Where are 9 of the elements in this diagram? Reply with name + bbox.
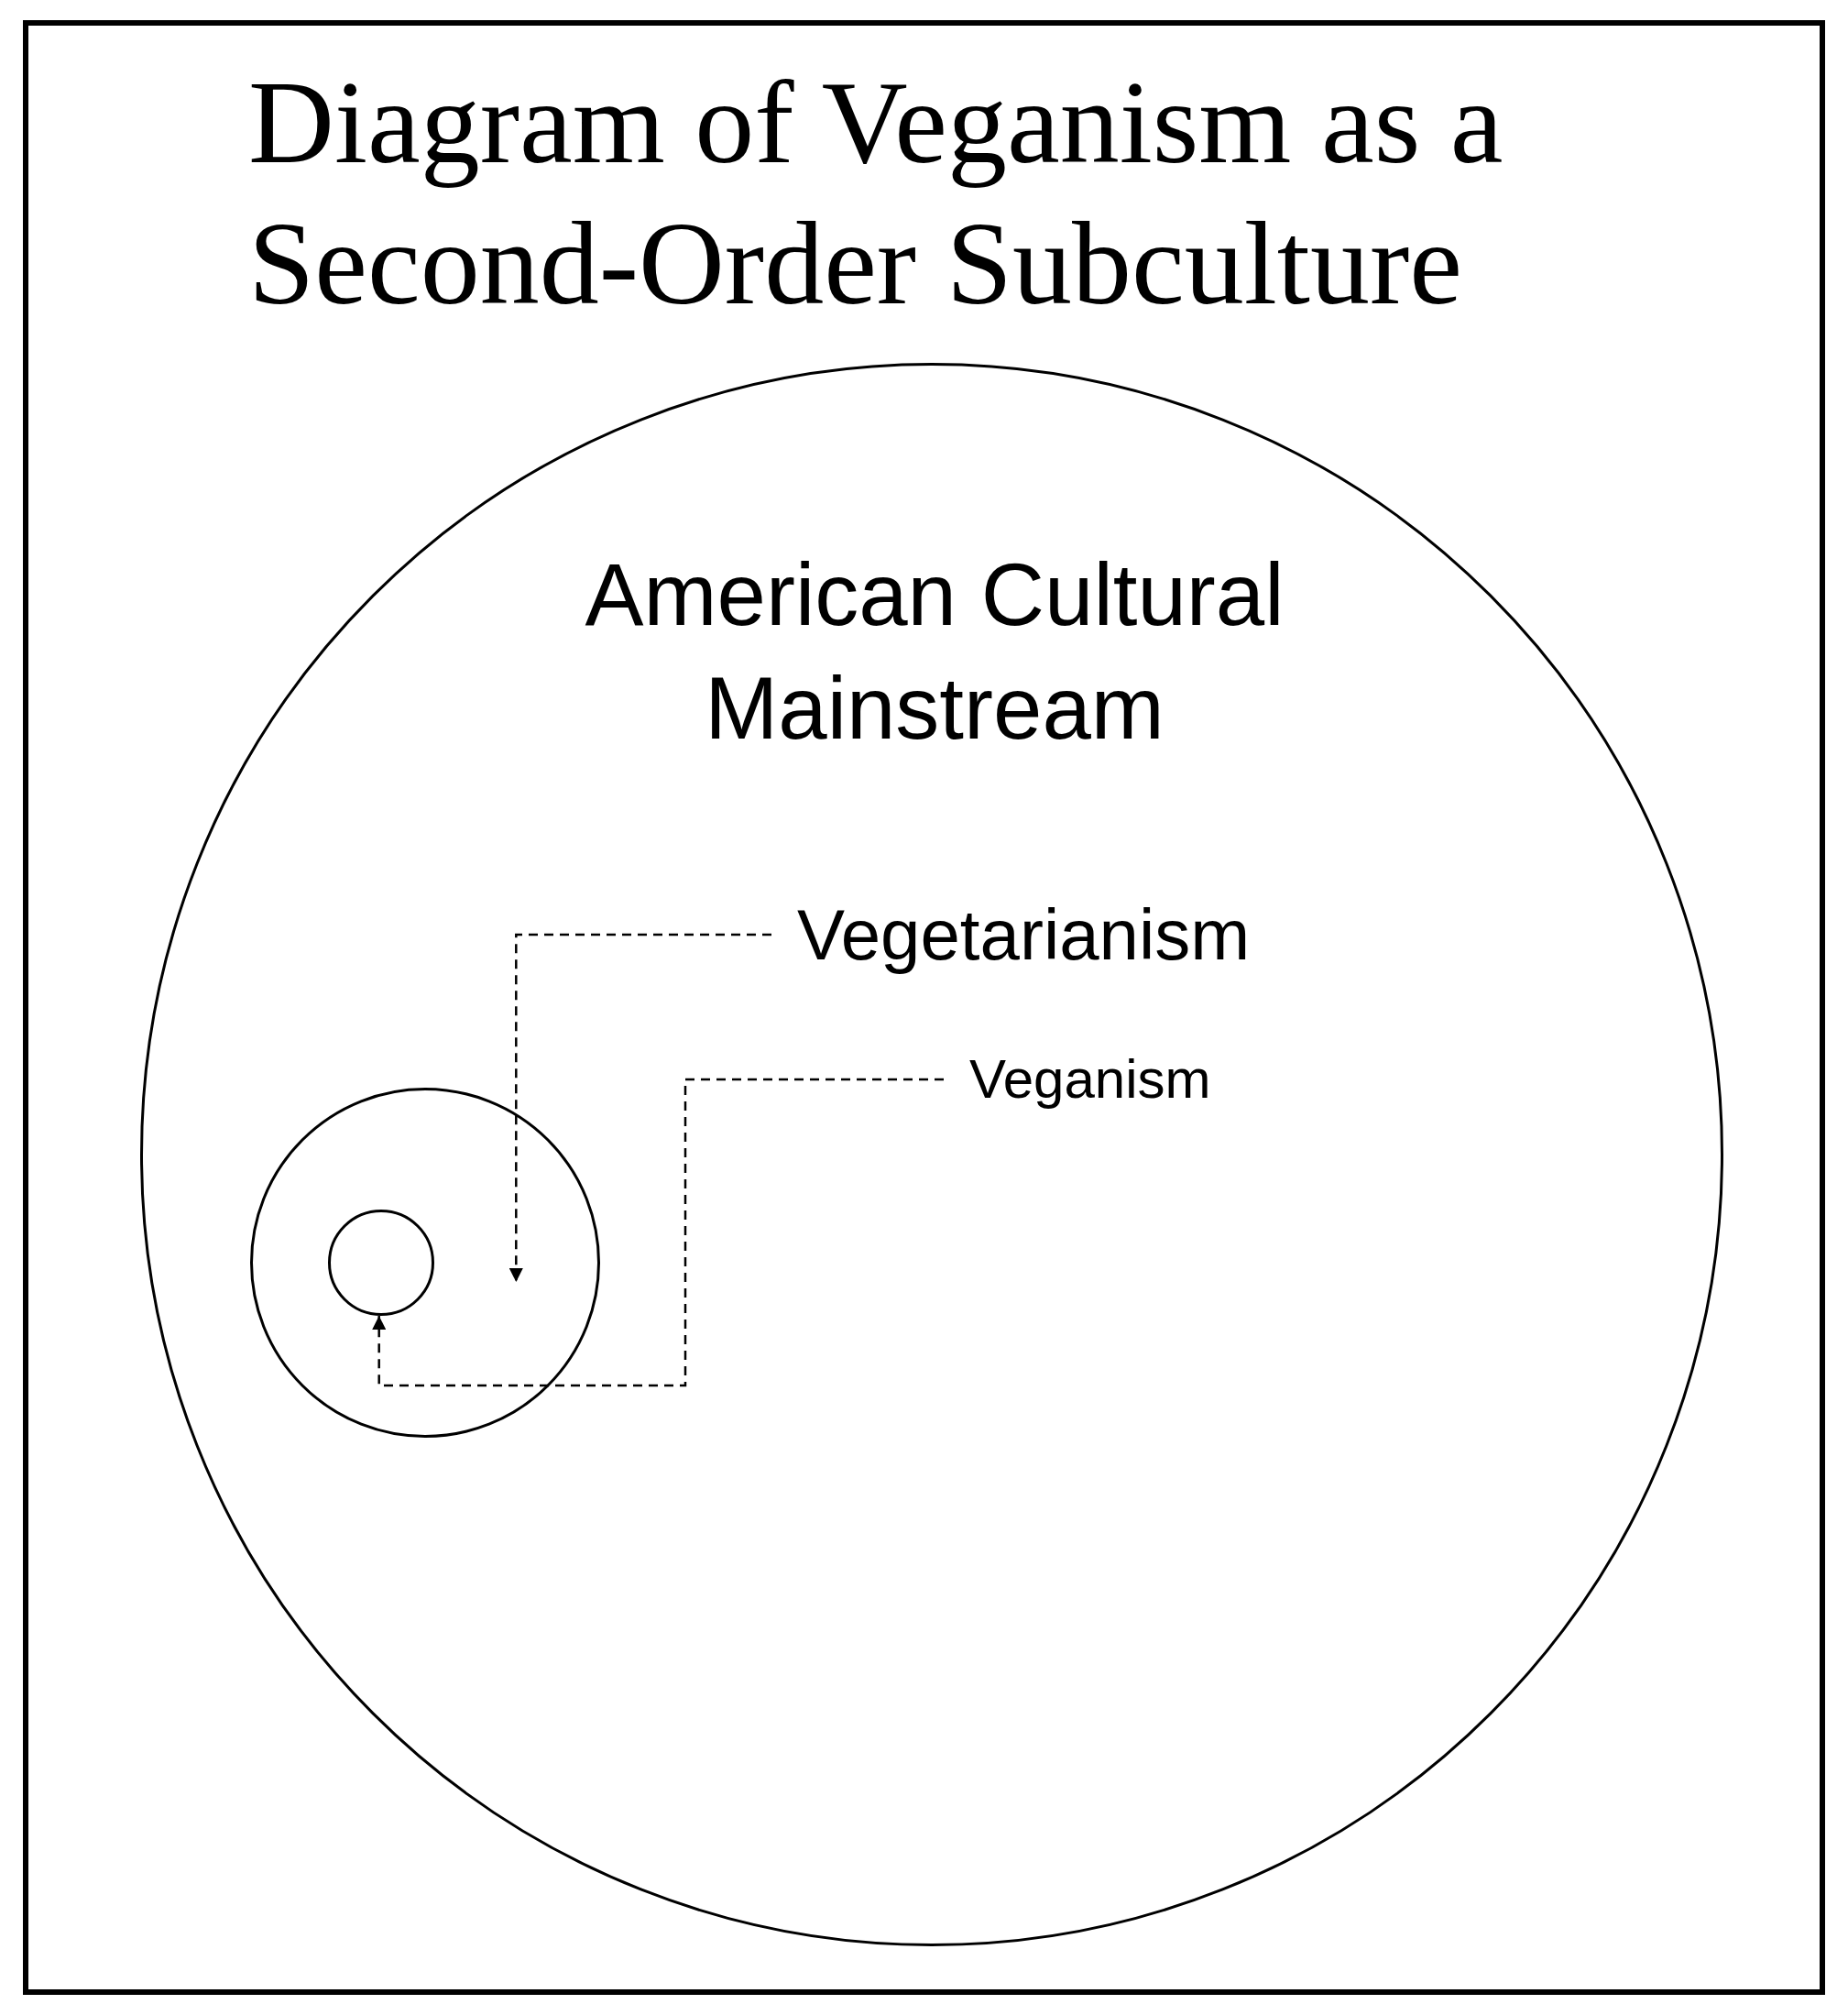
text-label: Vegetarianism <box>797 892 1251 978</box>
title: Diagram of Veganism as a Second-Order Subculture <box>248 55 1504 331</box>
circle <box>140 363 1723 1946</box>
leader-line <box>372 1078 944 1387</box>
circle-label: American Cultural Mainstream <box>584 544 1285 759</box>
circle <box>328 1210 434 1316</box>
text-label: Veganism <box>969 1046 1211 1112</box>
circle <box>250 1088 600 1438</box>
leader-line <box>508 933 771 1282</box>
